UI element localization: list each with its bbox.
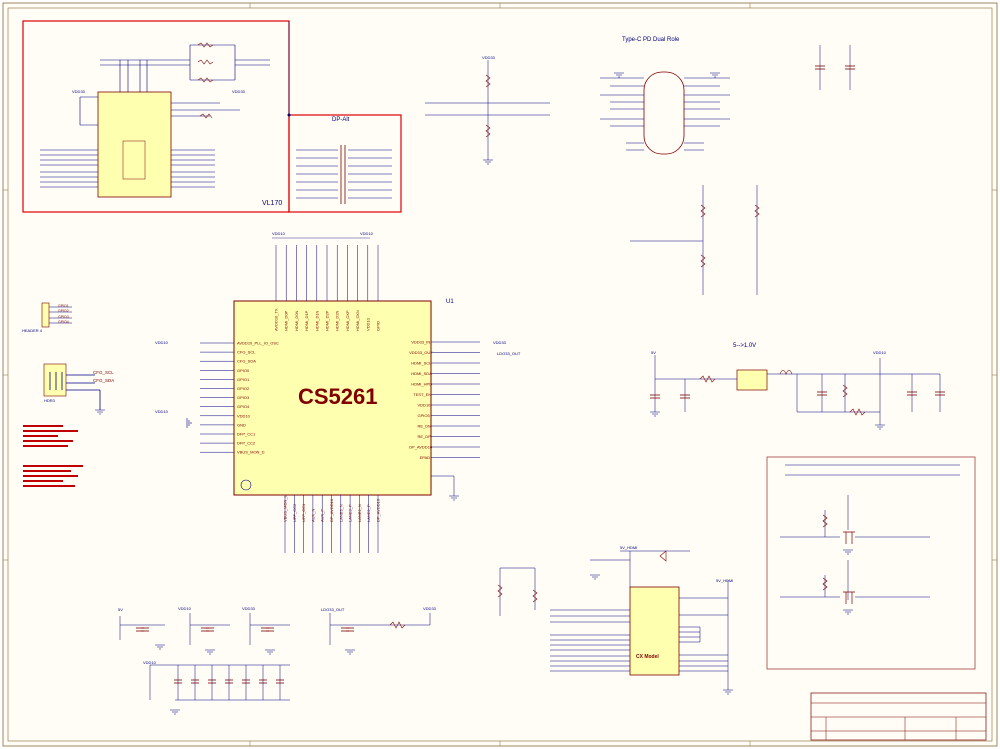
cs5261-chip (233, 300, 432, 496)
cs5261-left-pin-name: GPIO0 (237, 368, 250, 373)
power-label-vdd10-reg: VDD10 (873, 350, 886, 355)
cs5261-bottom-pin-name: LANE3_P (348, 504, 353, 522)
cs5261-top-pin-name: HDMI_D0P (284, 310, 289, 331)
cs5261-right-pin-name: DP_AVDD10 (409, 445, 433, 450)
cs5261-bottom-pin-name: DP_AVDD10 (376, 498, 381, 522)
cs5261-left-pin-name: DFP_CC2 (237, 441, 256, 446)
regulator-label: 5-->1.0V (733, 343, 757, 349)
power-label-vdd33-vl2: VDD33 (232, 89, 245, 94)
cs5261-right-pin-name: GPIO5 (418, 413, 431, 418)
hdr3-net-sda: CFG_SDA (93, 378, 115, 383)
cs5261-top-pin-name: VDD10 (365, 317, 370, 331)
cs5261-ref: U1 (446, 299, 454, 305)
cs5261-title: CS5261 (298, 384, 378, 409)
hdmi-connector-label: CX Model (636, 654, 659, 660)
cs5261-bottom-pin-name: LANE3_N (338, 504, 343, 522)
cs5261-top-pin-name: HDMI_CKP (345, 310, 350, 331)
cs5261-right-pin-name: VDD10 (418, 403, 432, 408)
cs5261-left-pin-name: GPIO3 (237, 395, 250, 400)
title-block (810, 692, 987, 741)
power-label-vdd10-top2: VDD10 (360, 231, 373, 236)
cs5261-top-pin-name: HDMI_D2P (325, 310, 330, 331)
header4-pin-2: GPIO2 (58, 309, 69, 313)
header4 (41, 302, 50, 328)
cs5261-right-pin-name: RE_DP (418, 434, 432, 439)
power-label-vdd10-top: VDD10 (272, 231, 285, 236)
dp-alt-label: DP-Alt (332, 117, 350, 123)
cs5261-top-pin-name: HDMI_D1P (304, 310, 309, 331)
vl170-chip (97, 91, 172, 198)
power-label-vdd10-left: VDD10 (155, 340, 168, 345)
cs5261-bottom-pin-name: AUX_P (320, 509, 325, 522)
cs5261-right-pin-name: VDD33_IN (411, 340, 430, 345)
cs5261-left-pin-name: VDD10 (237, 413, 251, 418)
cs5261-bottom-pin-name: UFP_CC1 (301, 503, 306, 522)
cs5261-right-pin-name: VDD33_OUT (409, 350, 433, 355)
cs5261-top-pin-name: HDMI_D1N (314, 310, 319, 331)
power-label-vdd33-vl: VDD33 (72, 89, 85, 94)
cs5261-bottom-pin-name: DP_AVDD10 (329, 498, 334, 522)
cs5261-top-pin-name: HDMI_CKN (355, 310, 360, 331)
cs5261-left-pin-name: CFG_SDA (237, 359, 256, 364)
power-label-ldo33-bottom: LDO33_OUT (321, 607, 345, 612)
regulator-chip (736, 369, 768, 391)
cs5261-bottom-pin-name: LANE2_P (366, 504, 371, 522)
cs5261-right-pin-name: TEST_EN (413, 392, 431, 397)
header4-pin-4: GPIO4 (58, 320, 69, 324)
cs5261-bottom-pin-name: VBUS_MON_U (283, 494, 288, 522)
cs5261-right-pin-name: HDMI_HPD (411, 382, 432, 387)
power-label-5v: 5V (651, 350, 656, 355)
hdr3 (43, 363, 67, 397)
cs5261-top-pin-name: HDMI_D0N (294, 310, 299, 331)
header4-ref: HEADER 4 (22, 328, 43, 333)
cs5261-top-pin-name: AVDD10_TX (274, 308, 279, 331)
cs5261-left-pin-name: GPIO4 (237, 404, 250, 409)
cs5261-bottom-pin-name: LANE2_N (357, 504, 362, 522)
cs5261-left-pin-name: VBUS_MON_D (237, 450, 265, 455)
hdr3-net-scl: CFG_SCL (93, 370, 114, 375)
cs5261-left-pin-name: AVDD10_PLL_IO_OSC (237, 341, 279, 346)
power-label-vdd33: VDD33 (493, 340, 506, 345)
cs5261-left-pin-name: GPIO1 (237, 377, 250, 382)
misc-region (766, 456, 976, 670)
typec-label: Type-C PD Dual Role (622, 37, 680, 43)
cs5261-left-pin-name: DFP_CC1 (237, 432, 256, 437)
typec-connector (643, 71, 685, 155)
cs5261-right-pin-name: RE_DM (418, 424, 432, 429)
cs5261-top-pin-name: GPIO (376, 321, 381, 331)
hdmi-connector (629, 586, 680, 676)
hdr3-ref: HDR3 (44, 398, 55, 403)
cs5261-bottom-pin-name: AUX_N (310, 509, 315, 522)
cs5261-right-pin-name: EPAD (420, 455, 431, 460)
cs5261-right-pin-name: HDMI_SDA (411, 371, 432, 376)
cs5261-left-pin-name: GPIO2 (237, 386, 250, 391)
cs5261-left-pin-name: CFG_SCL (237, 350, 256, 355)
header4-pin-1: GPIO1 (58, 304, 69, 308)
power-label-vdd33-bottom2: VDD33 (423, 606, 436, 611)
power-label-vdd33-top: VDD33 (482, 55, 495, 60)
header4-pin-3: GPIO3 (58, 315, 69, 319)
power-label-ldo33: LDO33_OUT (497, 351, 521, 356)
dp-alt-region (288, 114, 402, 213)
power-label-vdd10-left2: VDD10 (155, 409, 168, 414)
power-label-vdd10-bottom: VDD10 (143, 660, 156, 665)
cs5261-bottom-pin-name: UFP_CC2 (292, 503, 297, 522)
power-label-vdd33-bottom: VDD33 (242, 606, 255, 611)
vl170-label: VL170 (262, 200, 283, 207)
power-label-vdd10-bottom2: VDD10 (178, 606, 191, 611)
power-label-5v-hdmi-2: 5V_HDMI (716, 578, 734, 583)
power-label-5v-bottom: 5V (118, 607, 123, 612)
cs5261-left-pin-name: GND (237, 422, 246, 427)
cs5261-top-pin-name: HDMI_D2N (335, 310, 340, 331)
power-label-5v-hdmi: 5V_HDMI (620, 545, 638, 550)
cs5261-right-pin-name: HDMI_SCL (411, 361, 432, 366)
